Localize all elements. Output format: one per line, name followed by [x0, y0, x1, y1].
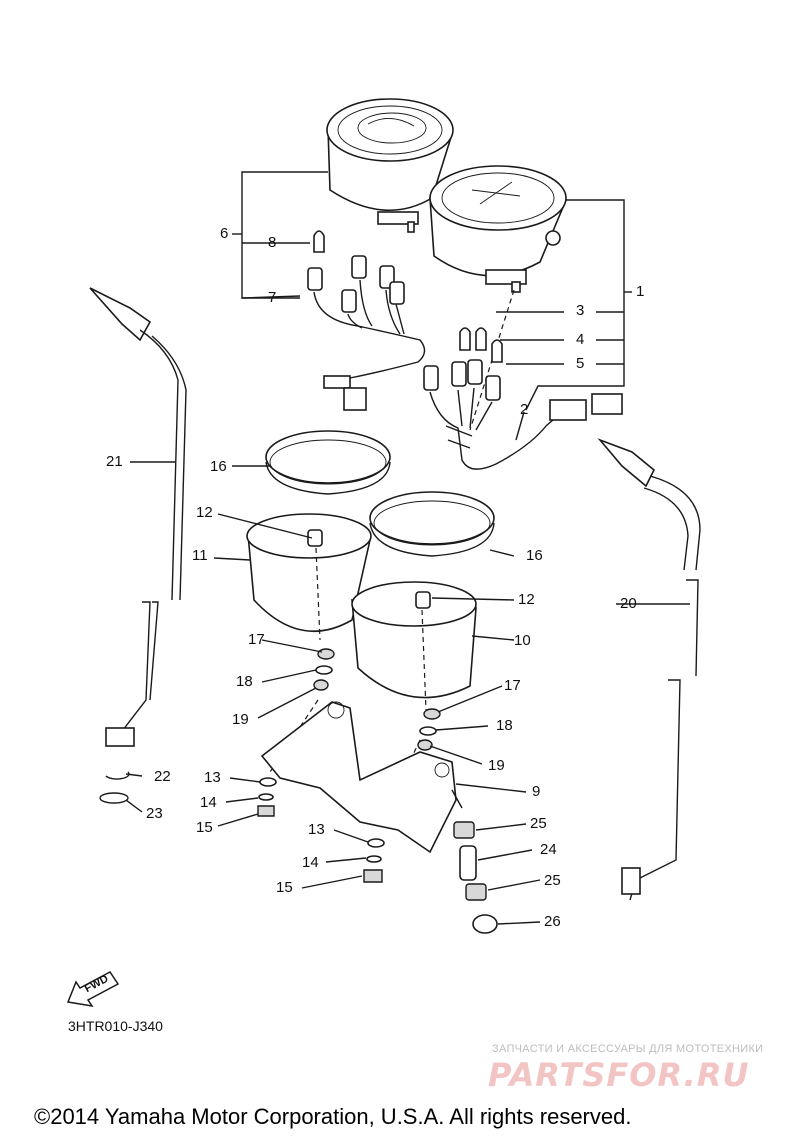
wire-harness-part-7	[307, 255, 426, 411]
callout-19b: 19	[488, 757, 505, 774]
callout-13a: 13	[204, 769, 221, 786]
callout-5: 5	[576, 355, 585, 372]
fwd-arrow-icon	[66, 971, 120, 1008]
fastener-stack-left	[257, 777, 277, 817]
o-ring-part-23	[99, 792, 129, 804]
callout-6: 6	[220, 225, 229, 242]
callout-17a: 17	[248, 631, 265, 648]
speedometer-gauge	[429, 165, 568, 293]
callout-24: 24	[540, 841, 557, 858]
watermark-logo: PARTSFOR.RU	[488, 1056, 750, 1094]
callout-25b: 25	[544, 872, 561, 889]
watermark-tagline: ЗАПЧАСТИ И АКСЕССУАРЫ ДЛЯ МОТОТЕХНИКИ	[492, 1043, 764, 1055]
meter-bracket-part-9	[260, 701, 463, 854]
rim-ring-lower-16	[369, 491, 495, 557]
callout-3: 3	[576, 302, 585, 319]
callout-18b: 18	[496, 717, 513, 734]
callout-16a: 16	[210, 458, 227, 475]
callout-15b: 15	[276, 879, 293, 896]
speedometer-cable-part-20	[597, 438, 701, 901]
callout-4: 4	[576, 331, 585, 348]
tachometer-cable-part-21	[89, 287, 187, 747]
copyright-notice: ©2014 Yamaha Motor Corporation, U.S.A. A…	[34, 1104, 632, 1129]
bulbs-parts-3-4-5	[459, 327, 503, 363]
diagram-code: 3HTR010-J340	[68, 1018, 163, 1034]
callout-12a: 12	[196, 504, 213, 521]
rim-ring-upper-16	[265, 430, 391, 495]
callout-25a: 25	[530, 815, 547, 832]
callout-22: 22	[154, 768, 171, 785]
bulb-part-8	[313, 230, 325, 253]
housing-part-11	[246, 513, 372, 633]
grommet-stack-right	[417, 708, 441, 751]
callout-14a: 14	[200, 794, 217, 811]
callout-7: 7	[268, 289, 277, 306]
callout-23: 23	[146, 805, 163, 822]
fastener-stack-right	[363, 838, 385, 883]
grommet-stack-left	[313, 648, 335, 691]
callout-13b: 13	[308, 821, 325, 838]
callout-10: 10	[514, 632, 531, 649]
callout-19a: 19	[232, 711, 249, 728]
callout-8: 8	[268, 234, 277, 251]
callout-18a: 18	[236, 673, 253, 690]
callout-15a: 15	[196, 819, 213, 836]
callout-16b: 16	[526, 547, 543, 564]
callout-20: 20	[620, 595, 637, 612]
callout-26: 26	[544, 913, 561, 930]
callout-1: 1	[636, 283, 645, 300]
callout-21: 21	[106, 453, 123, 470]
callout-9: 9	[532, 783, 541, 800]
housing-part-10	[351, 581, 477, 699]
callout-11: 11	[192, 547, 208, 564]
callout-2: 2	[520, 401, 529, 418]
callout-17b: 17	[504, 677, 521, 694]
tachometer-gauge	[326, 98, 454, 233]
callout-12b: 12	[518, 591, 535, 608]
circlip-part-22	[105, 771, 130, 780]
wire-harness-part-2	[423, 359, 623, 470]
callout-14b: 14	[302, 854, 319, 871]
spacer-parts-24-25-26	[453, 821, 498, 934]
